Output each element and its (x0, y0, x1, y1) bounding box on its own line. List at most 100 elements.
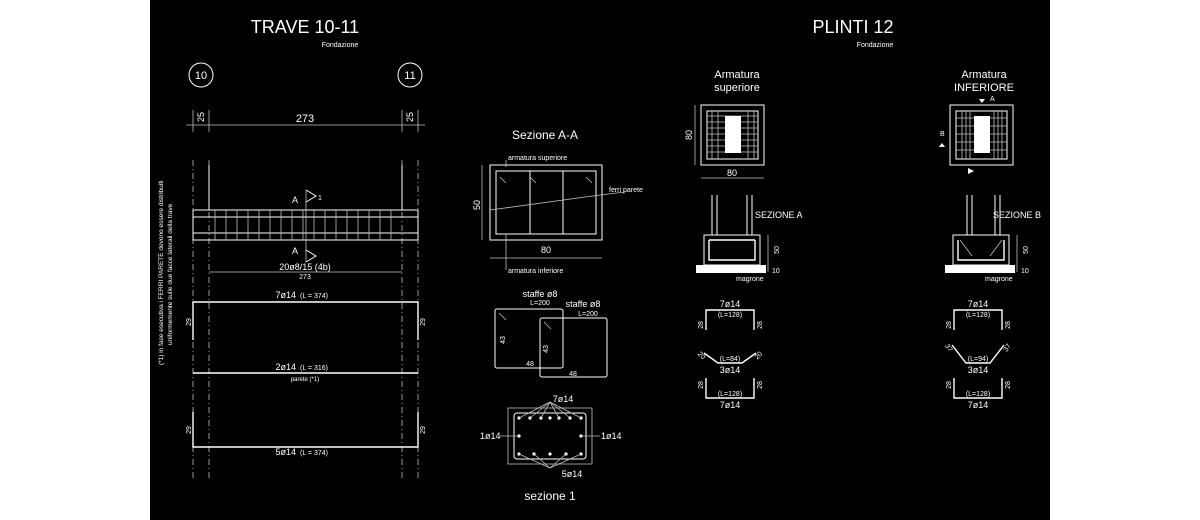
b-bar2-shape (951, 344, 1005, 364)
b-bar3-hook-right: 28 (1005, 381, 1012, 389)
sezione-a-dim-50: 50 (774, 246, 781, 254)
column-axes (192, 160, 419, 480)
axis-bubble-11 (397, 62, 423, 88)
section-mark-bottom: A (292, 246, 298, 256)
plan-mark-a: A (990, 96, 995, 103)
plan-mark-b: B (940, 131, 945, 138)
axis-label-10: 10 (195, 70, 207, 82)
stirrups-label: 20ø8/15 (4b) (279, 262, 331, 272)
b-bar1-label: 7ø14 (968, 299, 989, 309)
b-bar1-length: (L=128) (966, 312, 990, 319)
plinti-subtitle: Fondazione (857, 42, 894, 49)
a-bar2-label: 3ø14 (720, 365, 741, 375)
bar-top-hook-right: 29 (420, 318, 427, 326)
bar-mid-note: parete (*1) (291, 377, 319, 383)
b-bar2-length: (L=94) (968, 356, 988, 363)
bar-bottom-hook-right: 29 (420, 426, 427, 434)
trave-subtitle: Fondazione (322, 42, 359, 49)
plan-height: 80 (684, 130, 694, 140)
bar-top-shape (192, 301, 419, 340)
section-mark-top: A (292, 195, 298, 205)
beam-elevation (192, 165, 419, 263)
label-armatura-inferiore: armatura inferiore (508, 268, 563, 275)
bar-top-length: (L = 374) (300, 293, 328, 300)
a-bar3-label: 7ø14 (720, 400, 741, 410)
trave-title: TRAVE 10-11 (251, 17, 359, 37)
a-bar1-hook-right: 28 (757, 321, 764, 329)
b-bar2-hook-right: 37 (1003, 343, 1013, 353)
bar-bottom-label: 5ø14 (275, 447, 296, 457)
a-bar2-hook-right: 20 (754, 351, 765, 362)
note-line-1: (*1) in fase esecutiva i FERRI PARETE de… (158, 181, 165, 365)
sezione-b-dim-10: 10 (1021, 268, 1029, 275)
sezione-1-bottom: 5ø14 (562, 469, 583, 479)
bar-bottom-hook-left: 29 (186, 426, 193, 434)
sezione-1-top: 7ø14 (553, 394, 574, 404)
arm-inf-line2: INFERIORE (954, 82, 1014, 94)
plinti-title: PLINTI 12 (812, 17, 893, 37)
sezione-aa-title: Sezione A-A (512, 128, 578, 142)
sezione-aa-width: 80 (541, 245, 551, 255)
sezione-a-drawing (696, 195, 769, 273)
sezione-b-magrone: magrone (985, 276, 1013, 283)
label-ferri-parete: ferri parete (609, 187, 643, 194)
a-bar3-hook-left: 28 (698, 381, 705, 389)
bar-bottom-shape (192, 412, 419, 448)
sezione-1-title: sezione 1 (524, 489, 576, 503)
b-bar2-label: 3ø14 (968, 365, 989, 375)
b-bar3-length: (L=128) (966, 391, 990, 398)
sezione-1-right: 1ø14 (601, 431, 622, 441)
b-bar1-shape (953, 309, 1003, 330)
staffe-len-2: L=200 (578, 311, 598, 318)
trave-dim-span: 273 (296, 113, 314, 125)
section-mark-num: 1 (318, 195, 322, 202)
sezione-a-label: SEZIONE A (755, 210, 803, 220)
arm-inf-line1: Armatura (961, 69, 1007, 81)
a-bar3-shape (705, 378, 755, 399)
bar-top-hook-left: 29 (186, 318, 193, 326)
bar-mid-label: 2ø14 (275, 362, 296, 372)
trave-dim-right: 25 (405, 112, 415, 122)
sezione-a-dim-10: 10 (772, 268, 780, 275)
staffe-dim-h2: 43 (543, 345, 550, 353)
a-bar2-hook-left: 20 (696, 351, 707, 362)
arm-sup-line1: Armatura (714, 69, 760, 81)
staffe-dim-w2: 48 (569, 371, 577, 378)
a-bar2-shape (703, 352, 757, 364)
a-bar2-length: (L=84) (720, 356, 740, 363)
bar-bottom-length: (L = 374) (300, 450, 328, 457)
b-bar1-hook-right: 28 (1005, 321, 1012, 329)
axis-bubble-10 (188, 62, 214, 88)
trave-dim-left: 25 (196, 112, 206, 122)
stirrups-dim: 273 (299, 274, 311, 281)
b-bar3-shape (953, 378, 1003, 399)
a-bar1-hook-left: 28 (698, 321, 705, 329)
a-bar3-length: (L=128) (718, 391, 742, 398)
staffe-dim-w1: 48 (526, 361, 534, 368)
sezione-aa-height: 50 (472, 200, 482, 210)
sezione-1-drawing (500, 401, 600, 469)
cad-drawing: TRAVE 10-11 Fondazione 10 11 25 273 25 (158, 17, 1041, 503)
bar-mid-length: (L = 316) (300, 365, 328, 372)
sezione-b-dim-50: 50 (1023, 246, 1030, 254)
sezione-b-drawing (945, 195, 1018, 273)
sezione-b-label: SEZIONE B (993, 210, 1041, 220)
b-bar1-hook-left: 28 (946, 321, 953, 329)
staffe-label-1: staffe ø8 (523, 289, 558, 299)
bar-top-label: 7ø14 (275, 290, 296, 300)
axis-label-11: 11 (404, 70, 415, 82)
staffe-len-1: L=200 (530, 300, 550, 307)
stirrup-shapes (494, 308, 608, 378)
staffe-label-2: staffe ø8 (566, 299, 601, 309)
sezione-aa-drawing (481, 160, 626, 270)
a-bar1-label: 7ø14 (720, 299, 741, 309)
note-line-2: uniformemente sulle due facce laterali d… (167, 203, 174, 345)
staffe-dim-h1: 43 (500, 336, 507, 344)
drawing-sheet: TRAVE 10-11 Fondazione 10 11 25 273 25 (150, 0, 1050, 520)
plan-superiore (694, 104, 765, 179)
plan-width: 80 (727, 168, 737, 178)
b-bar3-label: 7ø14 (968, 400, 989, 410)
b-bar2-hook-left: 37 (943, 343, 953, 353)
arm-sup-line2: superiore (714, 82, 760, 94)
sezione-1-left: 1ø14 (480, 431, 501, 441)
